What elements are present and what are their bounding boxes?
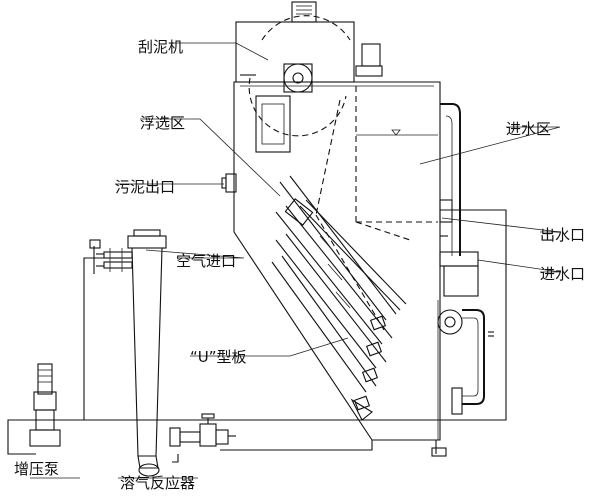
recycle-loop — [7, 209, 507, 463]
inspection-window — [255, 95, 291, 153]
label-water-outlet: 出水口 — [540, 226, 585, 244]
label-water-inlet: 进水口 — [540, 265, 585, 283]
dissolved-air-reactor — [89, 229, 236, 477]
label-inlet-zone: 进水区 — [506, 120, 551, 138]
label-air-inlet: 空气进口 — [176, 252, 236, 270]
label-flotation-zone: 浮选区 — [140, 114, 185, 132]
leader-lines — [30, 42, 561, 479]
label-booster-pump: 增压泵 — [14, 460, 59, 478]
label-sludge-outlet: 污泥出口 — [115, 178, 175, 196]
outlet-flange — [439, 199, 453, 223]
right-piping — [437, 103, 494, 440]
label-u-plate: “U”型板 — [190, 348, 247, 366]
drive-motor — [361, 43, 381, 67]
scraper-motor — [291, 1, 317, 23]
main-tank — [233, 1, 447, 457]
booster-pump — [29, 363, 61, 447]
label-dissolved-air-reactor: 溶气反应器 — [120, 474, 195, 492]
scraper-wheel — [283, 63, 313, 93]
tank-outline — [233, 81, 441, 441]
u-plate-pack — [271, 175, 407, 411]
label-scraper: 刮泥机 — [138, 38, 183, 56]
